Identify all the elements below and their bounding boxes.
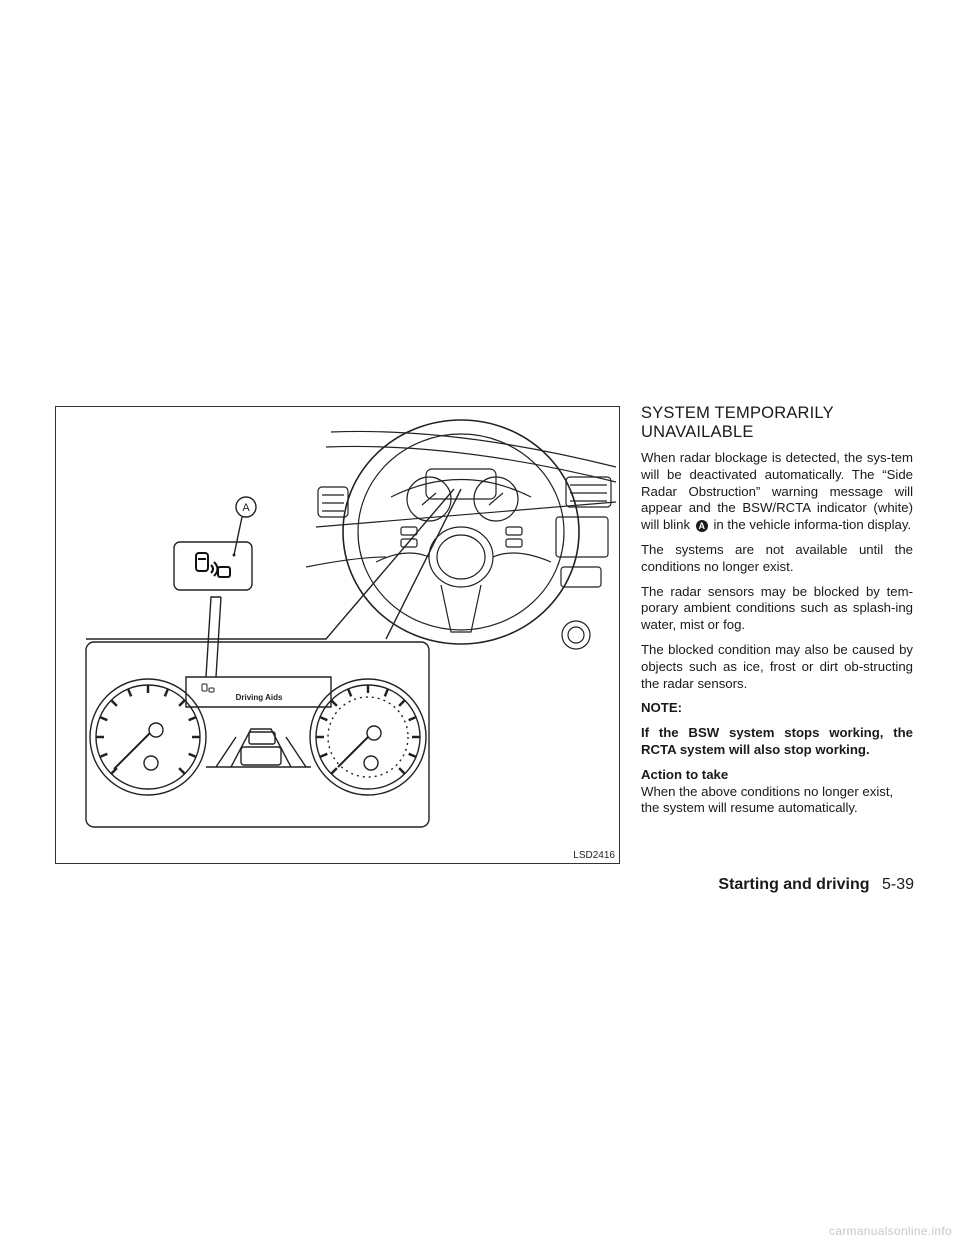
page-footer: Starting and driving 5-39 (0, 876, 914, 894)
cluster-small-indicator-icon (201, 683, 215, 693)
steering-hub (428, 526, 494, 588)
gauge-tick (178, 699, 186, 707)
section-heading: SYSTEM TEMPORARILY UNAVAILABLE (641, 404, 913, 442)
callout-label: A (242, 502, 250, 514)
illustration-figure: A Driving Aids LSD2416 (55, 406, 620, 864)
cluster-inset-panel (85, 641, 430, 828)
gauge-tick (188, 715, 197, 722)
figure-code: LSD2416 (573, 850, 615, 861)
note-label: NOTE: (641, 700, 683, 716)
gauge-tick (319, 715, 328, 722)
note-text: If the BSW system stops working, the RCT… (641, 725, 913, 757)
paragraph-4: The blocked condition may also be caused… (641, 641, 913, 691)
paragraph-1: When radar blockage is detected, the sys… (641, 450, 913, 534)
footer-section-name: Starting and driving (718, 876, 870, 893)
gauge-tick (408, 752, 417, 759)
left-vent (317, 486, 349, 518)
cluster-hood (425, 468, 497, 500)
callout-a-circle (235, 496, 257, 518)
right-vent (565, 476, 612, 508)
bsw-rcta-indicator-icon (195, 552, 231, 578)
circled-a-marker: A (695, 520, 708, 533)
action-heading: Action to take (641, 766, 729, 782)
gauge-tick (163, 688, 170, 697)
paragraph-1-text-end: in the vehicle informa-tion display. (713, 517, 912, 533)
footer-page-number: 5-39 (881, 876, 914, 893)
paragraph-2: The systems are not available until the … (641, 541, 913, 574)
action-text: When the above conditions no longer exis… (641, 783, 894, 816)
speedometer-gauge (309, 678, 427, 796)
heading-line-2: UNAVAILABLE (641, 423, 754, 441)
own-vehicle-icon (240, 746, 282, 766)
gauge-tick (330, 699, 338, 707)
gauge-tick (319, 752, 328, 759)
dash-top-line (330, 430, 617, 468)
steering-wheel-rim (342, 419, 580, 645)
center-console (555, 516, 609, 558)
gauge-tick (330, 767, 338, 775)
gauge-tick (346, 688, 353, 697)
section-text: SYSTEM TEMPORARILY UNAVAILABLE When rada… (641, 404, 913, 825)
dashboard-illustration: A Driving Aids (85, 419, 617, 828)
gauge-tick (188, 752, 197, 759)
gauge-tick (178, 767, 186, 775)
gauge-tick (99, 752, 108, 759)
gauge-tick (383, 688, 390, 697)
cluster-screen-text: Driving Aids (236, 693, 283, 702)
gauge-tick (398, 767, 406, 775)
paragraph-3: The radar sensors may be blocked by tem-… (641, 583, 913, 633)
paragraph-1-text: When radar blockage is detected, the sys… (641, 450, 913, 533)
gauge-tick (110, 699, 118, 707)
tachometer-gauge (89, 678, 207, 796)
gauge-tick (398, 699, 406, 707)
gauge-tick (126, 688, 133, 697)
gauge-tick (110, 767, 118, 775)
gauge-tick (408, 715, 417, 722)
start-button (561, 620, 591, 650)
watermark: carmanualsonline.info (828, 1224, 952, 1238)
heading-line-1: SYSTEM TEMPORARILY (641, 404, 834, 422)
gauge-tick (99, 715, 108, 722)
